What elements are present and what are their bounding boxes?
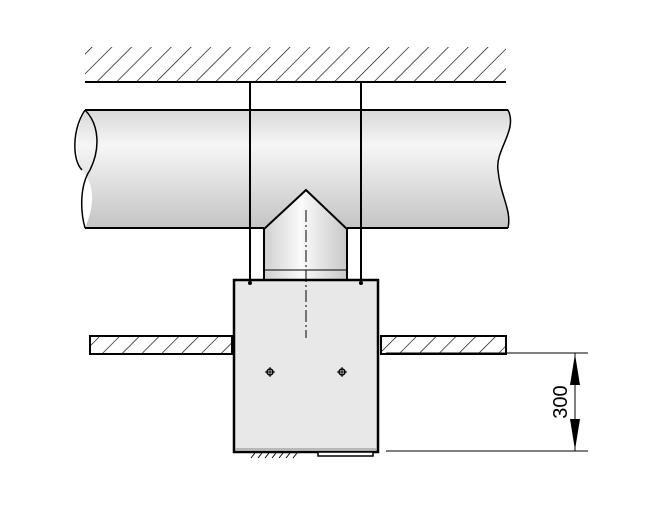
duct-pipe	[74, 109, 512, 229]
floor-slab-left	[89, 335, 233, 355]
hanger-rods	[249, 82, 362, 282]
terminal-box	[232, 278, 380, 459]
ceiling-slab	[85, 47, 506, 83]
dimension-300	[386, 352, 588, 452]
fixing-point-right	[337, 367, 347, 377]
fixing-point-left	[265, 367, 275, 377]
floor-slab-right	[380, 335, 507, 355]
dimension-label: 300	[550, 385, 572, 418]
